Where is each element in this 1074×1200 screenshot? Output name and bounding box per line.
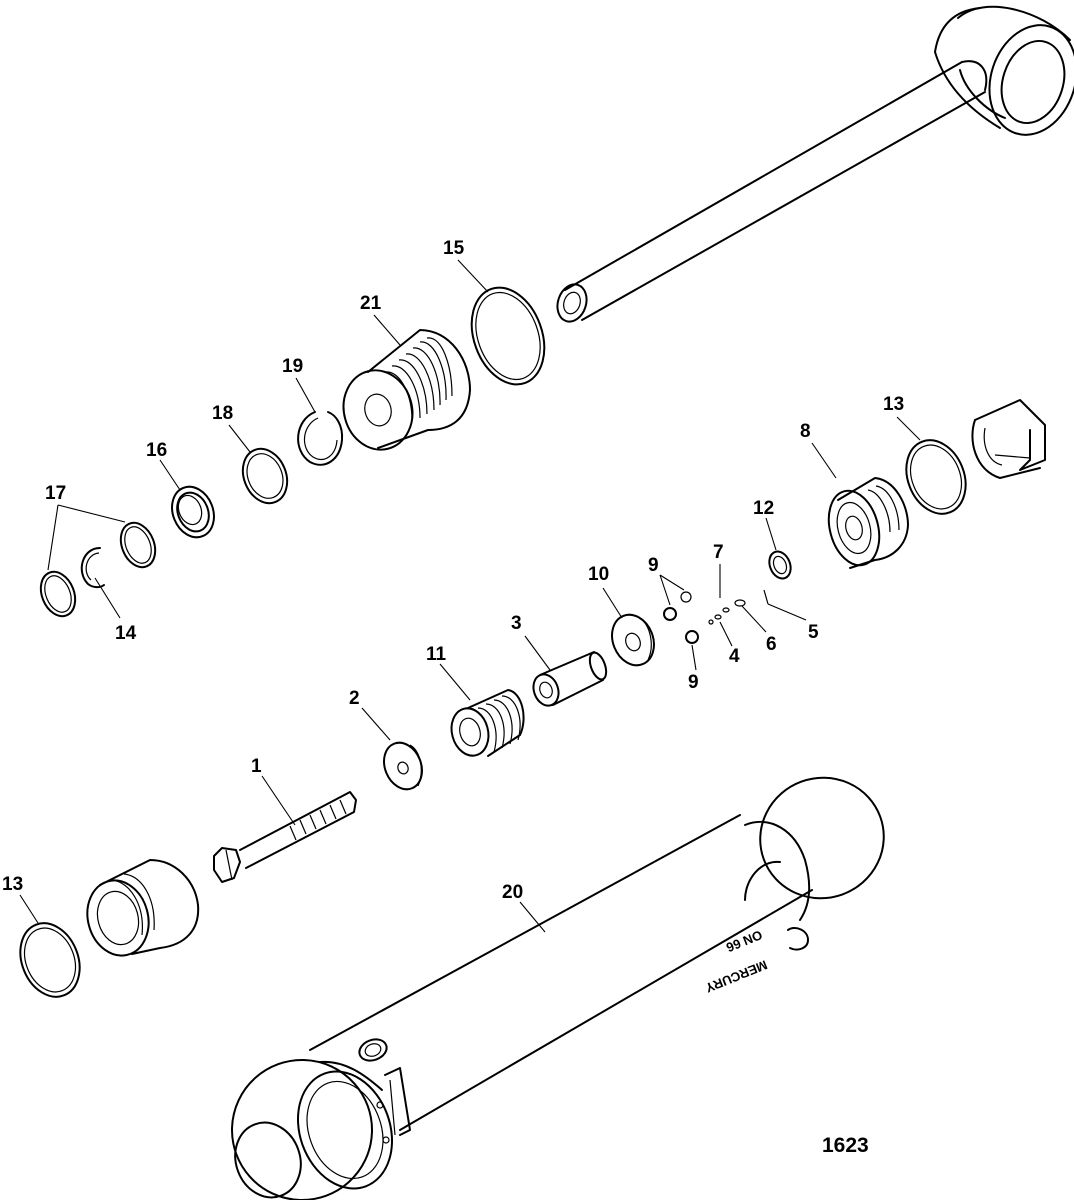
clip-14 (80, 547, 105, 589)
gland-nut (86, 859, 200, 957)
seal-16 (171, 485, 215, 539)
callout-4: 4 (729, 646, 740, 667)
callout-13-lower: 13 (2, 874, 23, 895)
callout-3: 3 (511, 613, 522, 634)
small-parts-4-7 (708, 589, 769, 625)
callout-8: 8 (800, 421, 811, 442)
callout-labels: 15 21 19 18 16 17 14 8 13 12 7 9 10 5 6 … (2, 238, 904, 903)
leader-lines (19, 259, 921, 933)
spring-11 (450, 689, 525, 757)
ring-17-upper (119, 521, 157, 569)
callout-1: 1 (251, 756, 262, 777)
piston-8 (827, 477, 909, 569)
callout-9-lower: 9 (688, 672, 699, 693)
callout-18: 18 (212, 403, 233, 424)
callout-5: 5 (808, 622, 819, 643)
callout-14: 14 (115, 623, 137, 644)
end-cap (971, 399, 1046, 479)
washer-2 (383, 741, 423, 791)
callout-13-upper: 13 (883, 394, 904, 415)
washer-10 (611, 613, 655, 667)
housing-stamp-line2: MERCURY (703, 957, 769, 995)
o-ring-13-lower (19, 922, 81, 998)
callout-12: 12 (753, 498, 774, 519)
sleeve-3 (532, 651, 608, 707)
ball-9-lower (685, 630, 699, 644)
cylinder-head-21 (342, 329, 471, 451)
ring-12 (768, 550, 792, 580)
cylinder-housing-20: ON 66 MERCURY (231, 776, 885, 1200)
callout-2: 2 (349, 688, 360, 709)
callout-20: 20 (502, 882, 523, 903)
callout-16: 16 (146, 440, 167, 461)
callout-15: 15 (443, 238, 465, 259)
housing-stamp-line1: ON 66 (724, 927, 764, 955)
callout-9-upper: 9 (648, 555, 659, 576)
callout-11: 11 (426, 644, 447, 665)
washer-18 (241, 447, 289, 505)
callout-10: 10 (588, 564, 609, 585)
bolt-1 (213, 791, 357, 883)
callout-6: 6 (766, 634, 777, 655)
callout-21: 21 (360, 293, 382, 314)
ring-17-lower (39, 570, 77, 618)
ball-9-upper (663, 591, 692, 621)
callout-19: 19 (282, 356, 303, 377)
callout-17: 17 (45, 483, 66, 504)
snap-ring-19 (297, 411, 344, 466)
upper-rod-eye (556, 5, 1074, 323)
figure-number: 1623 (822, 1134, 869, 1157)
o-ring-13-upper (905, 439, 967, 515)
callout-7: 7 (713, 542, 724, 563)
o-ring-15 (470, 286, 546, 386)
